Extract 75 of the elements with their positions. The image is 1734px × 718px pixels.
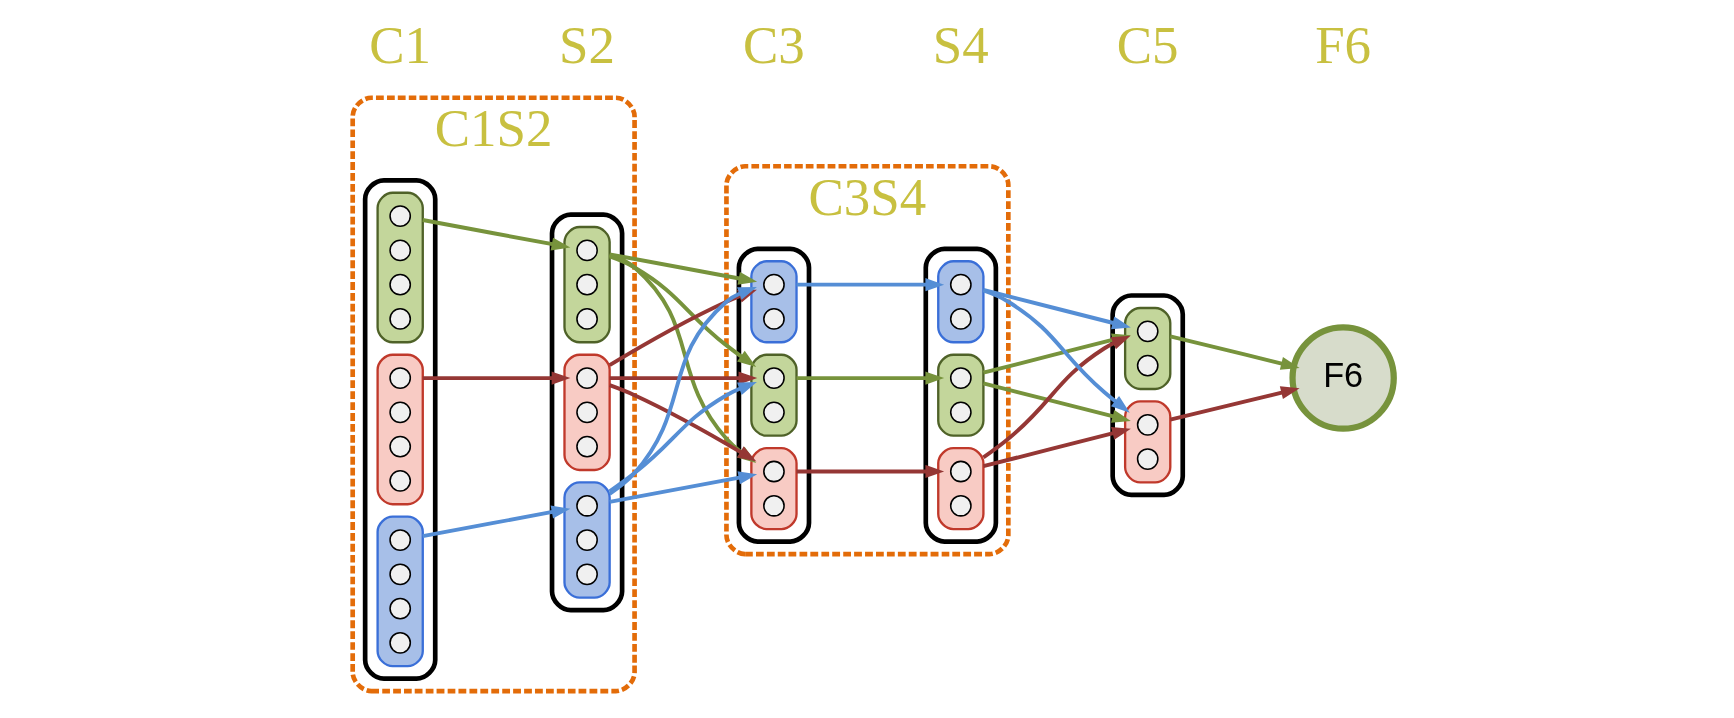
node-circle — [763, 308, 785, 330]
node-circle: F6 — [1289, 324, 1397, 432]
arrow — [609, 371, 758, 385]
node-circle — [576, 494, 598, 517]
arrow — [982, 288, 1131, 330]
node-circle — [1136, 320, 1159, 343]
arrow — [422, 371, 571, 385]
node-circle — [949, 401, 972, 424]
cluster: C1S2 — [350, 95, 637, 694]
node-circle — [1136, 413, 1159, 436]
arrow — [609, 471, 758, 504]
node-circle — [576, 563, 598, 586]
cluster — [563, 225, 611, 344]
arrow — [796, 278, 945, 292]
node-circle — [389, 469, 412, 492]
label: S2 — [559, 16, 616, 75]
node-circle — [389, 563, 412, 586]
arrow — [422, 218, 571, 251]
node-circle — [389, 205, 412, 227]
node-circle — [389, 308, 412, 330]
cluster — [376, 353, 424, 506]
node-circle — [576, 273, 598, 296]
arrow — [1169, 386, 1300, 422]
label: C3 — [743, 16, 805, 75]
label: C5 — [1116, 16, 1179, 75]
cluster — [750, 260, 798, 344]
cluster — [362, 177, 438, 681]
cluster — [1123, 400, 1172, 484]
node-circle — [576, 367, 598, 389]
cluster — [937, 353, 985, 437]
cluster — [563, 353, 611, 472]
node-circle — [763, 401, 785, 424]
node-circle — [576, 529, 598, 551]
arrow — [422, 505, 571, 539]
cluster — [563, 481, 611, 599]
node-circle — [1136, 448, 1159, 470]
cluster — [750, 353, 798, 437]
node-circle — [389, 401, 412, 424]
node-circle — [576, 401, 598, 424]
node-circle — [949, 273, 972, 296]
label: F6 — [1315, 16, 1372, 75]
arrow — [982, 426, 1131, 469]
node-circle — [949, 460, 972, 483]
node-circle — [1136, 354, 1159, 377]
node-circle — [949, 308, 972, 330]
node-circle — [389, 631, 412, 654]
label: S4 — [932, 16, 989, 75]
node-circle — [763, 460, 785, 483]
node-circle — [389, 597, 412, 620]
cluster: C3S4 — [724, 163, 1011, 557]
arrow — [609, 252, 758, 285]
node-circle — [763, 273, 785, 296]
node-circle — [389, 529, 412, 551]
arrow — [1169, 334, 1300, 370]
node-circle — [949, 494, 972, 517]
node-circle — [389, 435, 412, 458]
cluster — [750, 447, 798, 531]
node-circle — [389, 367, 412, 389]
node-circle — [763, 367, 785, 389]
node-circle — [576, 239, 598, 262]
cluster — [937, 260, 985, 344]
arrow — [796, 464, 945, 479]
arrow — [982, 381, 1131, 423]
arrow — [796, 371, 945, 385]
node-circle — [576, 308, 598, 330]
cluster — [1123, 306, 1172, 391]
node-circle — [389, 273, 412, 296]
label: C1 — [369, 16, 432, 75]
node-circle — [763, 494, 785, 517]
cluster — [937, 447, 985, 531]
node-circle — [389, 239, 412, 262]
node-circle — [576, 435, 598, 458]
node-circle — [949, 367, 972, 389]
cluster — [376, 191, 424, 344]
cluster — [376, 515, 424, 668]
